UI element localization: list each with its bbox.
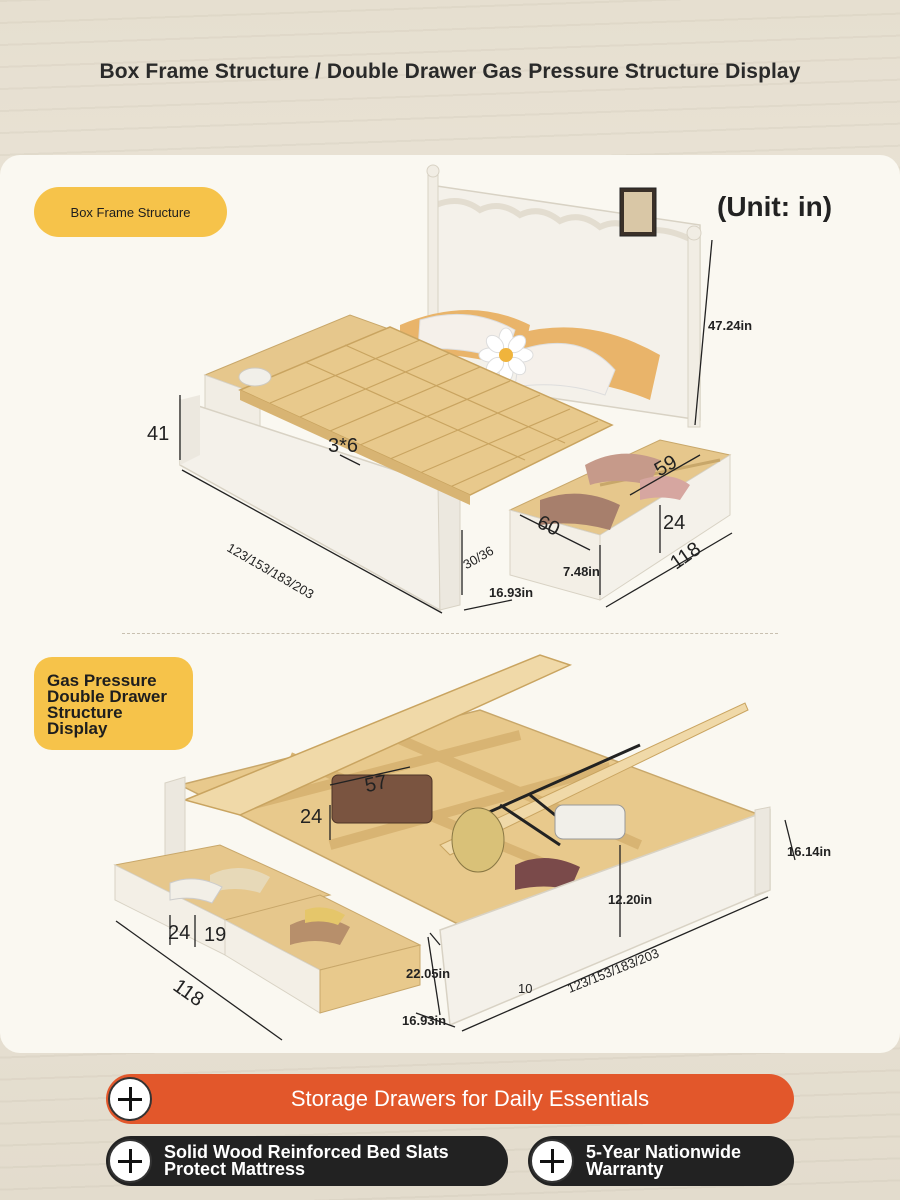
dim-side-depth-lower: 16.93in xyxy=(402,1013,447,1028)
plus-icon xyxy=(108,1139,152,1183)
content-panel: Box Frame Structure (Unit: in) 47.24in 4… xyxy=(0,155,900,1053)
bed-illustrations xyxy=(113,164,796,1041)
feature-text: 5-Year Nationwide Warranty xyxy=(586,1142,742,1179)
box-frame-bed-illustration xyxy=(179,164,733,614)
dim-drawer-lift: 7.48in xyxy=(563,564,600,579)
unit-label: (Unit: in) xyxy=(717,191,833,222)
dim-drawer-inner: 19 xyxy=(204,924,227,946)
gas-pressure-bed-illustration xyxy=(113,654,796,1041)
plus-icon xyxy=(530,1139,574,1183)
section-divider xyxy=(122,633,778,634)
dim-drawer-depth-lower: 22.05in xyxy=(406,966,451,981)
storage-drawers-banner: Storage Drawers for Daily Essentials xyxy=(106,1074,794,1124)
dim-frame-height: 41 xyxy=(147,423,170,445)
dim-drawer-height-lower: 24 xyxy=(168,922,191,944)
dim-slat-size: 3*6 xyxy=(328,435,359,457)
dim-drawer-height: 24 xyxy=(663,512,686,534)
dim-side-depth: 16.93in xyxy=(489,585,534,600)
dim-inner-height: 12.20in xyxy=(608,892,653,907)
dim-front-offset: 10 xyxy=(518,981,533,996)
box-frame-structure-label: Box Frame Structure xyxy=(34,187,227,237)
dim-headboard-height: 47.24in xyxy=(708,318,753,333)
dim-side-height: 16.14in xyxy=(787,844,832,859)
plus-icon xyxy=(108,1077,152,1121)
dim-compartment-width: 57 xyxy=(362,770,390,798)
feature-text: Solid Wood Reinforced Bed Slats Protect … xyxy=(164,1142,449,1179)
gas-pressure-structure-label: Gas Pressure Double Drawer Structure Dis… xyxy=(34,657,193,750)
feature-solid-wood-slats: Solid Wood Reinforced Bed Slats Protect … xyxy=(106,1136,508,1186)
dim-compartment-height: 24 xyxy=(300,806,323,828)
page-title: Box Frame Structure / Double Drawer Gas … xyxy=(99,60,801,83)
